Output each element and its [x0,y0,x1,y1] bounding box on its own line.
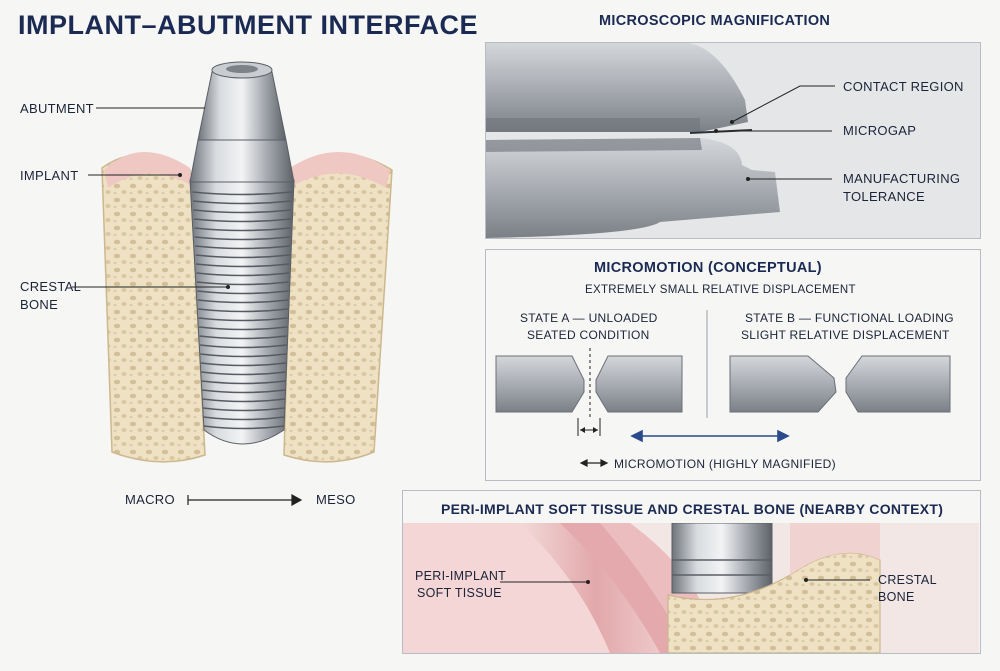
microscopic-art [486,43,980,238]
state-a-line2: SEATED CONDITION [527,328,650,342]
context-panel [402,490,981,654]
label-microgap: MICROGAP [843,123,917,138]
macro-meso-arrow [187,493,303,507]
thread-ridge [192,200,292,205]
implant-illustration [101,61,393,463]
context-title: PERI-IMPLANT SOFT TISSUE AND CRESTAL BON… [441,501,944,517]
thread-ridge [194,227,291,232]
label-implant: IMPLANT [20,168,79,183]
context-implant [671,523,773,594]
thread-ridge [201,371,286,376]
state-a-line1: STATE A — UNLOADED [520,311,658,325]
microscopic-panel [485,42,981,239]
thread-ridge [195,254,290,259]
page-title: IMPLANT–ABUTMENT INTERFACE [18,10,478,40]
thread-ridge [202,407,285,412]
microscopic-title: MICROSCOPIC MAGNIFICATION [599,13,831,29]
thread-ridge [198,317,288,322]
state-a-art [495,348,683,436]
abutment-collar [189,139,295,183]
thread-ridge [198,308,288,313]
thread-ridge [198,326,288,331]
leader-contact-region [731,85,835,123]
thread-ridge [200,362,287,367]
thread-ridge [192,191,292,196]
thread-ridge [201,389,286,394]
thread-ridge [200,353,287,358]
thread-ridge [195,263,290,268]
label-soft-tissue-1: PERI-IMPLANT [415,569,507,583]
upper-component [486,43,748,132]
thread-ridge [203,425,285,430]
thread-ridge [202,398,286,403]
context-art [403,523,979,653]
micromotion-title: MICROMOTION (CONCEPTUAL) [594,260,822,276]
state-b-line1: STATE B — FUNCTIONAL LOADING [745,311,954,325]
scale-from-label: MACRO [125,492,175,507]
thread-ridge [203,416,285,421]
state-b-line2: SLIGHT RELATIVE DISPLACEMENT [741,328,950,342]
label-soft-tissue-2: SOFT TISSUE [417,586,502,600]
label-contact-region: CONTACT REGION [843,79,964,94]
gingiva-right [290,151,390,188]
label-crestal-bone-1: CRESTAL [20,279,82,294]
state-b-art [729,355,951,413]
thread-ridge [201,380,286,385]
thread-ridge [196,281,289,286]
legend-arrow [579,459,609,467]
label-context-bone-1: CRESTAL [878,573,937,587]
micromotion-legend: MICROMOTION (HIGHLY MAGNIFIED) [614,457,836,471]
scale-to-label: MESO [316,492,356,507]
thread-ridge [193,209,292,214]
label-crestal-bone-2: BONE [20,297,59,312]
micromotion-subtitle: EXTREMELY SMALL RELATIVE DISPLACEMENT [585,284,856,296]
micromotion-panel [485,249,981,481]
thread-ridge [197,299,289,304]
crestal-bone-left [101,153,206,463]
thread-ridge [193,218,291,223]
thread-ridge [197,290,289,295]
lower-component [486,138,780,238]
thread-ridge [199,335,288,340]
thread-ridge [195,245,290,250]
thread-ridge [199,344,287,349]
label-abutment: ABUTMENT [20,101,94,116]
displacement-arrow [630,429,790,443]
label-tolerance-1: MANUFACTURING [843,171,961,186]
abutment-taper [197,71,287,141]
implant-threads [192,191,292,430]
label-context-bone-2: BONE [878,590,915,604]
label-tolerance-2: TOLERANCE [843,189,925,204]
gingiva-left [104,151,192,188]
thread-ridge [196,272,290,277]
thread-ridge [194,236,291,241]
crestal-bone-right [283,153,393,463]
